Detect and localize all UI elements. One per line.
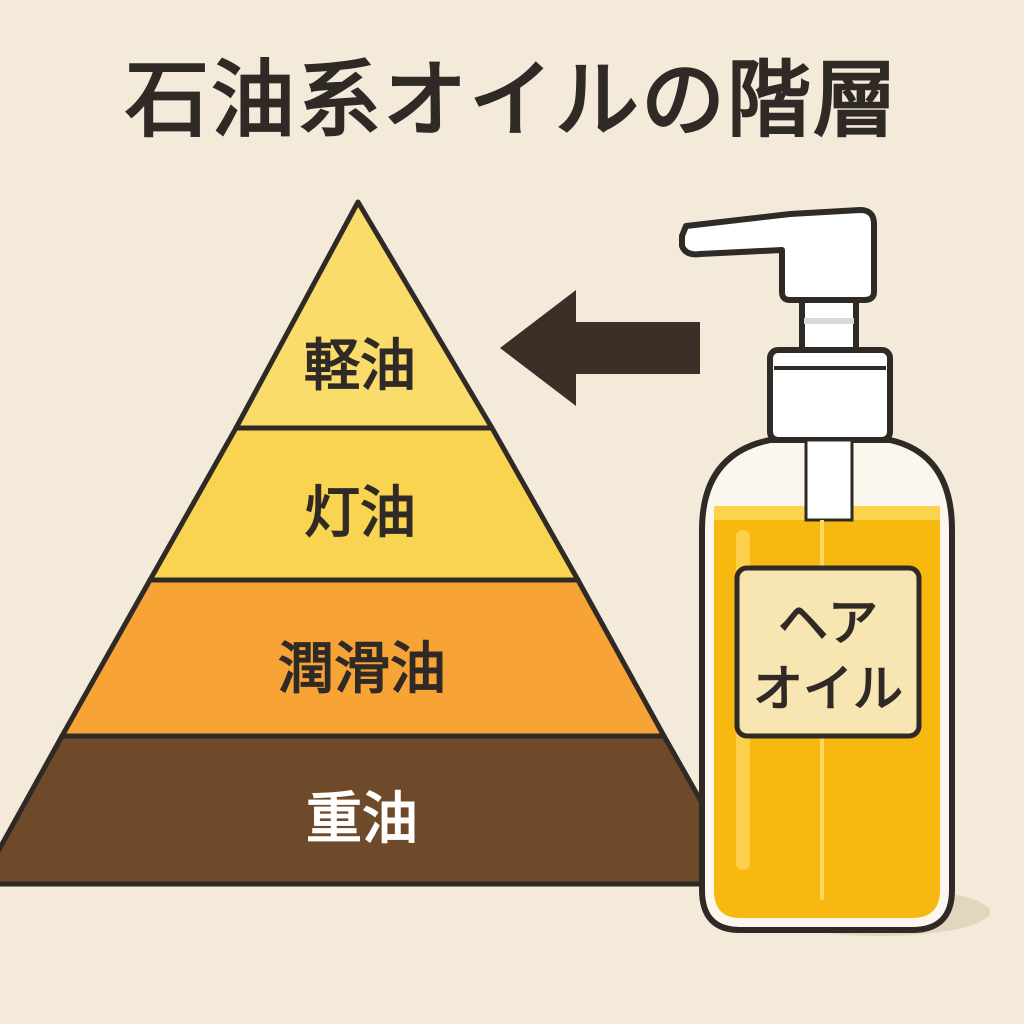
diagram-title: 石油系オイルの階層 (124, 51, 899, 149)
hair-oil-bottle: ヘア オイル (679, 207, 990, 936)
pump-nozzle (679, 207, 877, 303)
bottle-label-line2: オイル (753, 660, 903, 718)
layer-label-kerosene: 灯油 (304, 481, 416, 546)
bottle-cap (767, 347, 893, 443)
dip-tube (804, 438, 854, 522)
bottle-label (734, 565, 922, 739)
layer-label-light-oil: 軽油 (304, 334, 416, 399)
layer-label-heavy-oil: 重油 (306, 787, 418, 852)
bottle-label-line1: ヘア (778, 594, 878, 652)
oil-pyramid: 軽油 灯油 潤滑油 重油 (0, 199, 751, 887)
left-arrow-icon (500, 290, 700, 406)
layer-label-lubricating-oil: 潤滑油 (278, 637, 446, 702)
